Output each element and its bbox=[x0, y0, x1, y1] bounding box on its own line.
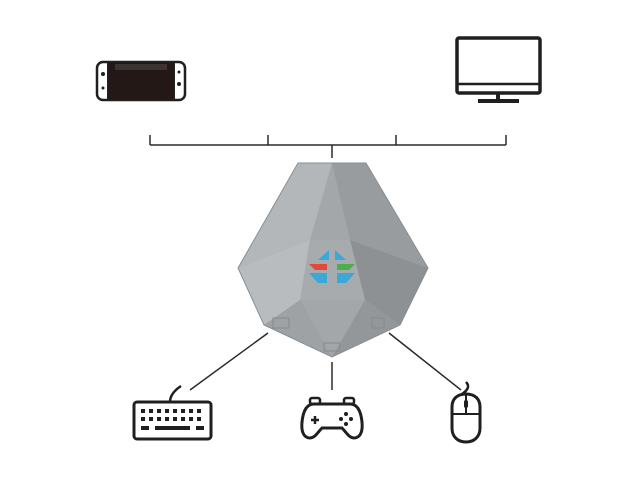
adapter-logo-icon bbox=[309, 250, 355, 283]
keyboard-icon bbox=[132, 384, 213, 441]
adapter-hub-icon bbox=[237, 162, 429, 358]
mouse-icon bbox=[450, 381, 482, 444]
game-console-icon bbox=[95, 60, 187, 102]
input-connector-lines bbox=[189, 332, 462, 391]
monitor-icon bbox=[455, 36, 542, 103]
output-connector-bus bbox=[149, 135, 507, 158]
gamepad-icon bbox=[300, 396, 364, 440]
